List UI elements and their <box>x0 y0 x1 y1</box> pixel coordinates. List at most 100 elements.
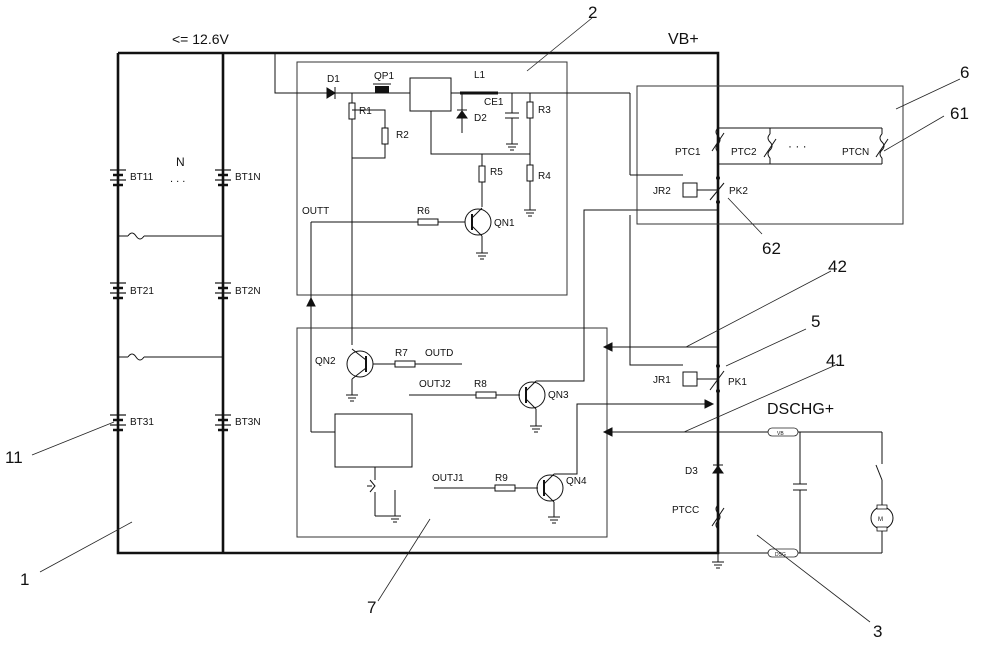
resistor-r8 <box>475 391 497 399</box>
label-ptc2: PTC2 <box>731 147 757 158</box>
label-d3: D3 <box>685 466 698 477</box>
label-r3: R3 <box>538 105 551 116</box>
battery-string-n <box>215 169 231 432</box>
resistor-r4 <box>526 164 534 182</box>
resistor-r9 <box>494 484 516 492</box>
label-dschg: DSCHG+ <box>767 401 834 418</box>
arrow-41 <box>602 427 613 437</box>
label-r6: R6 <box>417 206 430 217</box>
transistor-qn2 <box>346 348 374 402</box>
callout-1: 1 <box>20 570 29 589</box>
resistor-r3 <box>526 101 534 119</box>
battery-bt1n <box>215 169 231 187</box>
relay-coil-jr1 <box>682 371 698 387</box>
label-qn4: QN4 <box>566 476 587 487</box>
label-outj1: OUTJ1 <box>432 473 464 484</box>
charge-ic <box>409 77 452 112</box>
label-qn3: QN3 <box>548 390 569 401</box>
callout-7: 7 <box>367 598 376 617</box>
transistor-qp1 <box>373 83 391 93</box>
ptc1 <box>715 127 721 153</box>
label-bt1n: BT1N <box>235 172 261 183</box>
heater-circuit: PTC1 PTC2 · · · PTCN JR2 PK2 <box>629 93 889 204</box>
relay-jr1-block: JR1 PK1 <box>602 215 747 437</box>
battery-bt2n <box>215 282 231 300</box>
label-l1: L1 <box>474 70 486 81</box>
transistor-qn3 <box>518 380 546 433</box>
arrow-jr1-coil <box>704 399 715 409</box>
diode-d1 <box>326 87 336 99</box>
label-ce1: CE1 <box>484 97 504 108</box>
charge-circuit-box <box>296 61 568 296</box>
label-outd: OUTD <box>425 348 453 359</box>
resistor-r1 <box>348 102 356 120</box>
callout-2: 2 <box>588 3 597 22</box>
battery-string-1 <box>110 53 126 553</box>
battery-bt11 <box>110 169 126 187</box>
label-qn1: QN1 <box>494 218 515 229</box>
callout-41: 41 <box>826 351 845 370</box>
arrow-42 <box>602 342 613 352</box>
main-buses <box>116 51 720 555</box>
ptcn <box>879 133 885 159</box>
callout-3: 3 <box>873 622 882 641</box>
battery-bt21 <box>110 282 126 300</box>
label-n: N <box>176 155 185 169</box>
callout-11: 11 <box>5 448 23 467</box>
label-bt3n: BT3N <box>235 417 261 428</box>
callout-62: 62 <box>762 239 781 258</box>
label-ptcn: PTCN <box>842 147 869 158</box>
label-jr2: JR2 <box>653 186 671 197</box>
label-r5: R5 <box>490 167 503 178</box>
label-conn-bottom: DSG <box>775 552 786 558</box>
label-pk2: PK2 <box>729 186 748 197</box>
callout-6: 6 <box>960 63 969 82</box>
load-switch <box>875 464 883 481</box>
callout-42: 42 <box>828 257 847 276</box>
label-n-dots: . . . <box>170 173 185 185</box>
string-fuse-links <box>118 232 223 361</box>
label-r4: R4 <box>538 171 551 182</box>
label-r2: R2 <box>396 130 409 141</box>
label-ptcc: PTCC <box>672 505 699 516</box>
arrow-outt <box>306 296 316 307</box>
relay-coil-jr2 <box>682 182 698 198</box>
callout-5: 5 <box>811 312 820 331</box>
label-outt: OUTT <box>302 206 329 217</box>
label-bt31: BT31 <box>130 417 154 428</box>
label-jr1: JR1 <box>653 375 671 386</box>
label-conn-top: VB <box>777 431 784 437</box>
resistor-r6 <box>417 218 439 226</box>
label-r7: R7 <box>395 348 408 359</box>
resistor-r2 <box>381 127 389 145</box>
transistor-qn1 <box>464 207 492 260</box>
resistor-r7 <box>394 360 416 368</box>
label-pk1: PK1 <box>728 377 747 388</box>
label-dots: · · · <box>788 139 807 153</box>
label-d2: D2 <box>474 113 487 124</box>
label-ptc1: PTC1 <box>675 147 701 158</box>
resistor-r5 <box>478 165 486 183</box>
label-r8: R8 <box>474 379 487 390</box>
control-circuit-box <box>296 327 608 538</box>
label-outj2: OUTJ2 <box>419 379 451 390</box>
motor-glyph: M <box>878 517 883 523</box>
label-qn2: QN2 <box>315 356 336 367</box>
diode-d2 <box>456 110 468 119</box>
heater-box <box>636 85 904 225</box>
label-qp1: QP1 <box>374 71 394 82</box>
callout-61: 61 <box>950 104 969 123</box>
label-bt2n: BT2N <box>235 286 261 297</box>
transistor-qn4 <box>536 473 564 524</box>
diode-d3 <box>712 465 724 474</box>
control-circuit: QN2 R7 OUTD OUTJ2 R8 QN3 <box>311 158 718 524</box>
label-bt11: BT11 <box>130 172 154 183</box>
label-r1: R1 <box>359 106 372 117</box>
controller-block <box>334 413 413 468</box>
label-voltage: <= 12.6V <box>172 31 229 47</box>
label-vb: VB+ <box>668 31 699 48</box>
battery-labels: BT11 BT21 BT31 BT1N BT2N BT3N N . . . <=… <box>130 31 699 428</box>
charge-circuit: D1 QP1 R1 R2 L1 D2 C <box>274 53 630 432</box>
